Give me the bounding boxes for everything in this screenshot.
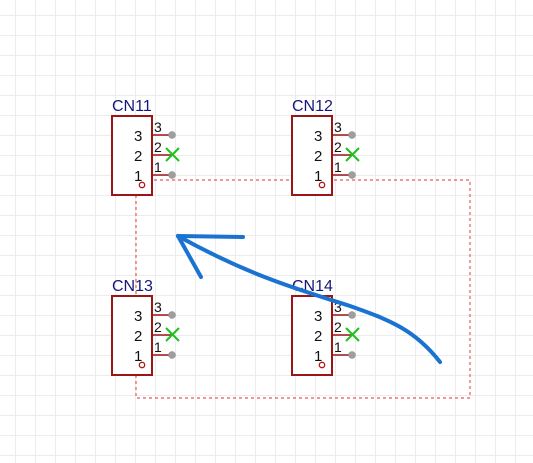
pin-endpoint[interactable] <box>348 171 356 179</box>
no-connect-marker <box>345 327 360 342</box>
pin-number-outer: 2 <box>334 319 342 335</box>
pin-endpoint[interactable] <box>168 311 176 319</box>
pin1-marker <box>138 181 146 189</box>
no-connect-marker <box>165 327 180 342</box>
pin-number-inner: 3 <box>314 128 322 145</box>
no-connect-marker <box>165 147 180 162</box>
pin-number-inner: 1 <box>314 348 322 365</box>
pin1-marker <box>138 361 146 369</box>
pin-number-outer: 1 <box>154 159 162 175</box>
pin-number-inner: 2 <box>134 148 142 165</box>
pin-number-inner: 3 <box>314 308 322 325</box>
connector-body <box>111 115 153 196</box>
pin-number-inner: 2 <box>314 148 322 165</box>
pin-number-outer: 3 <box>334 119 342 135</box>
pin-number-outer: 2 <box>154 319 162 335</box>
pin-number-outer: 1 <box>154 339 162 355</box>
component-ref-label: CN12 <box>292 98 333 115</box>
pin-number-inner: 1 <box>134 168 142 185</box>
pin-number-outer: 2 <box>334 139 342 155</box>
pin-endpoint[interactable] <box>348 311 356 319</box>
connector-body <box>111 295 153 376</box>
pin-number-inner: 2 <box>314 328 322 345</box>
component-cn13[interactable]: CN13 3 2 1 3 2 1 <box>111 278 180 376</box>
component-ref-label: CN11 <box>112 98 152 115</box>
pin-endpoint[interactable] <box>168 351 176 359</box>
pin-number-outer: 1 <box>334 159 342 175</box>
pin-number-outer: 3 <box>334 299 342 315</box>
connector-body <box>291 295 333 376</box>
pin-number-inner: 2 <box>134 328 142 345</box>
pin-number-outer: 3 <box>154 299 162 315</box>
pin-number-outer: 1 <box>334 339 342 355</box>
pin-number-inner: 3 <box>134 308 142 325</box>
connector-body <box>291 115 333 196</box>
pin-number-inner: 1 <box>134 348 142 365</box>
component-ref-label: CN13 <box>112 278 153 295</box>
pin-endpoint[interactable] <box>348 351 356 359</box>
drag-direction-arrow <box>176 234 442 364</box>
pin-number-inner: 1 <box>314 168 322 185</box>
pin-number-outer: 2 <box>154 139 162 155</box>
pin-number-outer: 3 <box>154 119 162 135</box>
pin1-marker <box>318 361 326 369</box>
component-cn11[interactable]: CN11 3 2 1 3 2 1 <box>111 98 180 196</box>
pin1-marker <box>318 181 326 189</box>
pin-endpoint[interactable] <box>168 131 176 139</box>
pin-endpoint[interactable] <box>168 171 176 179</box>
no-connect-marker <box>345 147 360 162</box>
component-cn12[interactable]: CN12 3 2 1 3 2 1 <box>291 98 360 196</box>
pin-number-inner: 3 <box>134 128 142 145</box>
pin-endpoint[interactable] <box>348 131 356 139</box>
